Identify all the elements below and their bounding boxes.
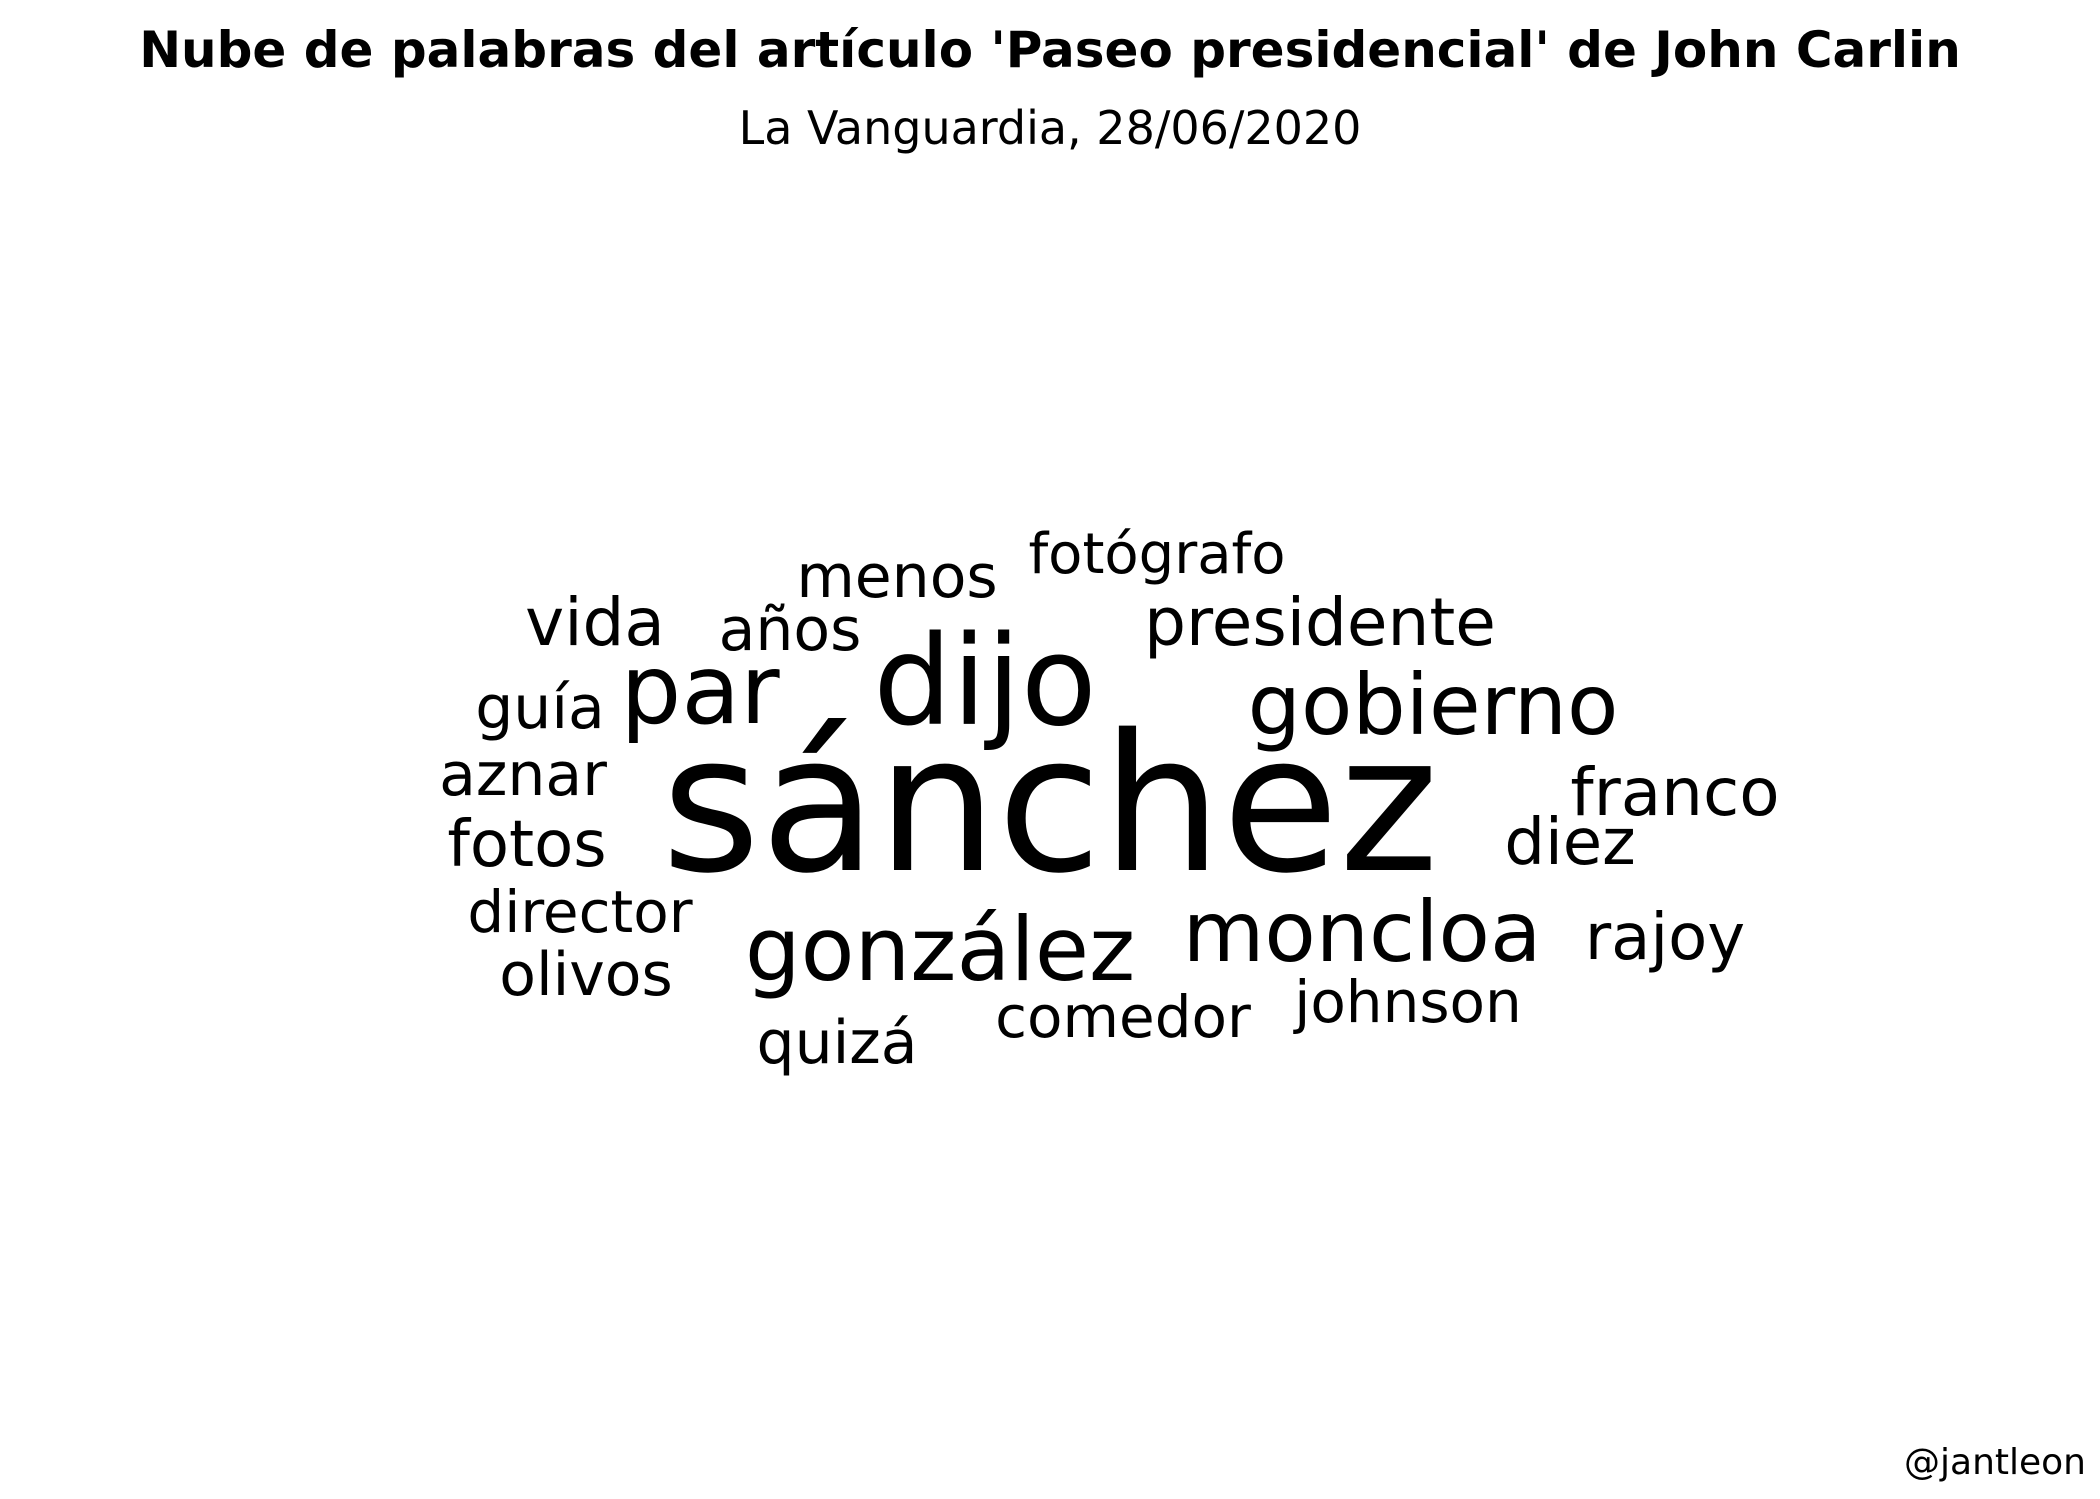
chart-subtitle: La Vanguardia, 28/06/2020 xyxy=(738,101,1362,155)
word-presidente: presidente xyxy=(1144,584,1496,661)
word-anos: años xyxy=(718,595,862,665)
word-sanchez: sánchez xyxy=(661,694,1439,915)
word-dijo: dijo xyxy=(873,610,1097,754)
word-comedor: comedor xyxy=(995,983,1251,1051)
word-rajoy: rajoy xyxy=(1584,901,1746,975)
word-johnson: johnson xyxy=(1294,968,1522,1036)
word-moncloa: moncloa xyxy=(1182,883,1542,981)
word-menos: menos xyxy=(796,542,998,612)
word-olivos: olivos xyxy=(499,940,673,1010)
author-credit: @jantleon xyxy=(1904,1442,2086,1483)
word-aznar: aznar xyxy=(439,740,607,810)
word-fotos: fotos xyxy=(447,808,607,882)
word-quiza: quizá xyxy=(756,1008,918,1078)
chart-title: Nube de palabras del artículo 'Paseo pre… xyxy=(139,21,1961,79)
word-diez: diez xyxy=(1504,806,1636,880)
word-franco: franco xyxy=(1570,754,1780,831)
word-gonzalez: gonzález xyxy=(744,898,1136,1001)
word-guia: guía xyxy=(475,673,605,743)
word-vida: vida xyxy=(525,584,665,661)
word-fotografo: fotógrafo xyxy=(1028,522,1286,587)
word-par: par xyxy=(620,634,780,746)
word-gobierno: gobierno xyxy=(1247,656,1619,754)
word-director: director xyxy=(467,878,693,946)
